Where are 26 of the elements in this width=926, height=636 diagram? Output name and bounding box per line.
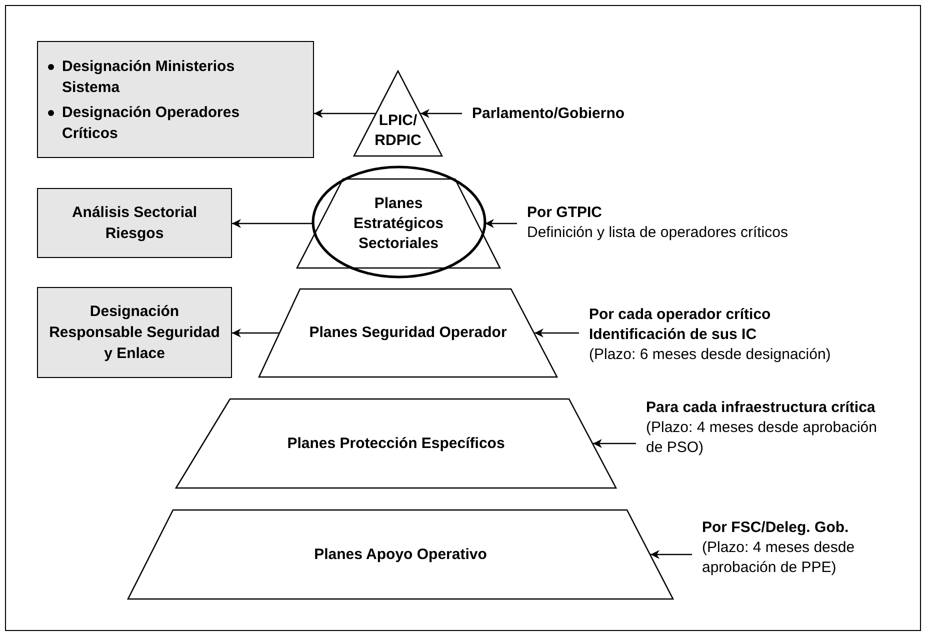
note-box: Análisis Sectorial Riesgos: [37, 188, 232, 258]
arrow: [593, 439, 636, 448]
arrow: [534, 328, 579, 338]
arrow: [314, 109, 376, 118]
arrow: [650, 550, 692, 559]
annotation-text: (Plazo: 6 meses desde designación): [589, 345, 832, 365]
arrow: [420, 109, 462, 118]
level-label: Planes Protección Específicos: [287, 434, 505, 454]
annotation-text: (Plazo: 4 meses desde aprobación de PPE): [702, 538, 856, 578]
annotation-text: Para cada infraestructura crítica (Plazo: 4 meses desde aprobación de PSO): [646, 398, 878, 458]
annotation-text: Por cada operador crítico Identificación de sus IC: [589, 305, 772, 345]
annotation-text: Por GTPIC: [527, 203, 604, 223]
note-box: Designación Responsable Seguridad y Enlace: [37, 287, 232, 378]
level-label: LPIC/ RDPIC: [374, 110, 422, 150]
bullet-item: Designación Ministerios Sistema: [62, 56, 236, 98]
arrow: [484, 219, 517, 228]
level-label: Planes Seguridad Operador: [309, 323, 507, 343]
note-box: [37, 41, 314, 158]
bullet-item: Designación Operadores Críticos: [62, 102, 241, 144]
annotation-text: Parlamento/Gobierno: [472, 104, 626, 124]
annotation-text: Definición y lista de operadores críticos: [527, 223, 789, 243]
level-label: Planes Apoyo Operativo: [314, 544, 487, 564]
arrow: [232, 328, 279, 338]
level-label: Planes Estratégicos Sectoriales: [352, 194, 445, 254]
annotation-text: Por FSC/Deleg. Gob.: [702, 518, 850, 538]
arrow: [232, 219, 314, 228]
